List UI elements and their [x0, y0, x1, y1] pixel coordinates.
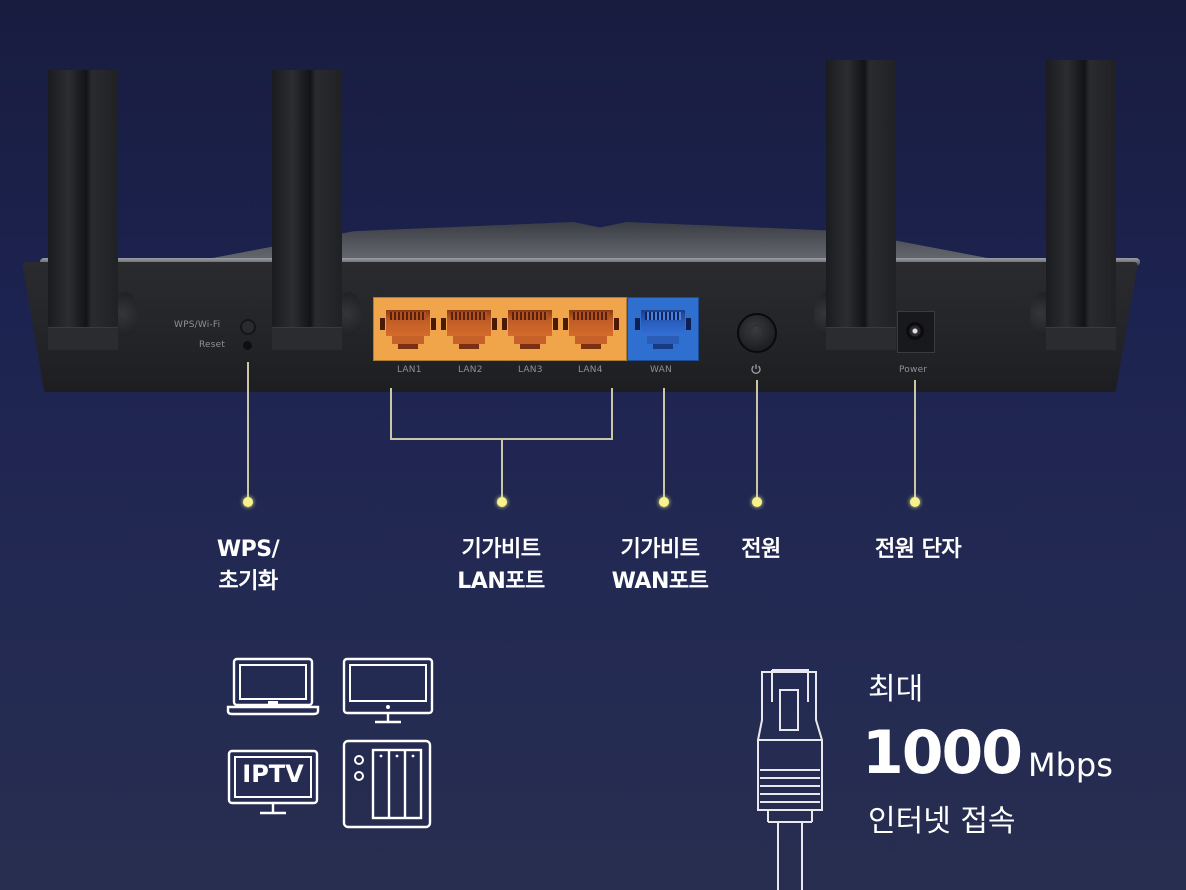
iptv-icon: IPTV: [226, 748, 320, 818]
power-jack-callout: 전원 단자: [858, 534, 978, 566]
lan-port-4[interactable]: [563, 310, 619, 350]
power-jack[interactable]: [897, 311, 935, 353]
wps-callout-line: [247, 362, 249, 498]
antenna-4: [1046, 60, 1116, 350]
port-label-lan2: LAN2: [458, 365, 483, 375]
power-icon: [751, 364, 761, 375]
wps-callout-line1: WPS/: [216, 537, 280, 562]
lan-port-panel: [373, 297, 627, 361]
lan-bracket-bottom: [390, 438, 613, 440]
lan-port-1[interactable]: [380, 310, 436, 350]
wps-button[interactable]: [240, 319, 256, 335]
wan-callout-dot: [659, 497, 669, 507]
speed-prefix: 최대: [868, 672, 924, 707]
laptop-icon: [226, 657, 320, 716]
lan-callout-line1: 기가비트: [461, 537, 541, 562]
iptv-label: IPTV: [242, 760, 304, 788]
wan-port-panel: [627, 297, 699, 361]
wps-label: WPS/Wi-Fi: [174, 320, 221, 330]
wan-port[interactable]: [635, 310, 691, 350]
lan-callout-line2: LAN포트: [457, 569, 545, 594]
lan-port-3[interactable]: [502, 310, 558, 350]
wan-callout: 기가비트 WAN포트: [600, 534, 720, 598]
speed-unit: Mbps: [1028, 746, 1113, 784]
wan-callout-line1: 기가비트: [620, 537, 700, 562]
power-callout: 전원: [728, 534, 794, 566]
port-label-wan: WAN: [650, 365, 672, 375]
nas-storage-icon: [342, 739, 432, 829]
lan-port-2[interactable]: [441, 310, 497, 350]
ethernet-cable-icon: [757, 669, 823, 890]
port-label-lan1: LAN1: [397, 365, 422, 375]
lan-callout-dot: [497, 497, 507, 507]
wan-callout-line2: WAN포트: [611, 569, 709, 594]
speed-value: 1000: [862, 718, 1023, 788]
power-callout-line1: 전원: [741, 537, 781, 562]
desktop-monitor-icon: [342, 657, 434, 724]
wps-callout-line2: 초기화: [218, 569, 278, 594]
lan-callout: 기가비트 LAN포트: [442, 534, 560, 598]
port-label-lan3: LAN3: [518, 365, 543, 375]
power-callout-line: [756, 380, 758, 498]
reset-label: Reset: [199, 340, 226, 350]
wps-callout-dot: [243, 497, 253, 507]
lan-callout-line: [501, 440, 503, 498]
lan-bracket-right: [611, 388, 613, 440]
wps-callout: WPS/ 초기화: [200, 534, 296, 598]
power-jack-callout-line1: 전원 단자: [874, 537, 962, 562]
speed-suffix: 인터넷 접속: [868, 804, 1016, 839]
port-label-lan4: LAN4: [578, 365, 603, 375]
power-jack-callout-dot: [910, 497, 920, 507]
power-jack-callout-line: [914, 380, 916, 498]
lan-bracket-left: [390, 388, 392, 440]
power-button[interactable]: [737, 313, 777, 353]
reset-pinhole[interactable]: [243, 341, 252, 350]
antenna-1: [48, 70, 118, 350]
antenna-2: [272, 70, 342, 350]
antenna-3: [826, 60, 896, 350]
power-callout-dot: [752, 497, 762, 507]
wan-callout-line: [663, 388, 665, 498]
power-jack-label: Power: [899, 365, 928, 375]
